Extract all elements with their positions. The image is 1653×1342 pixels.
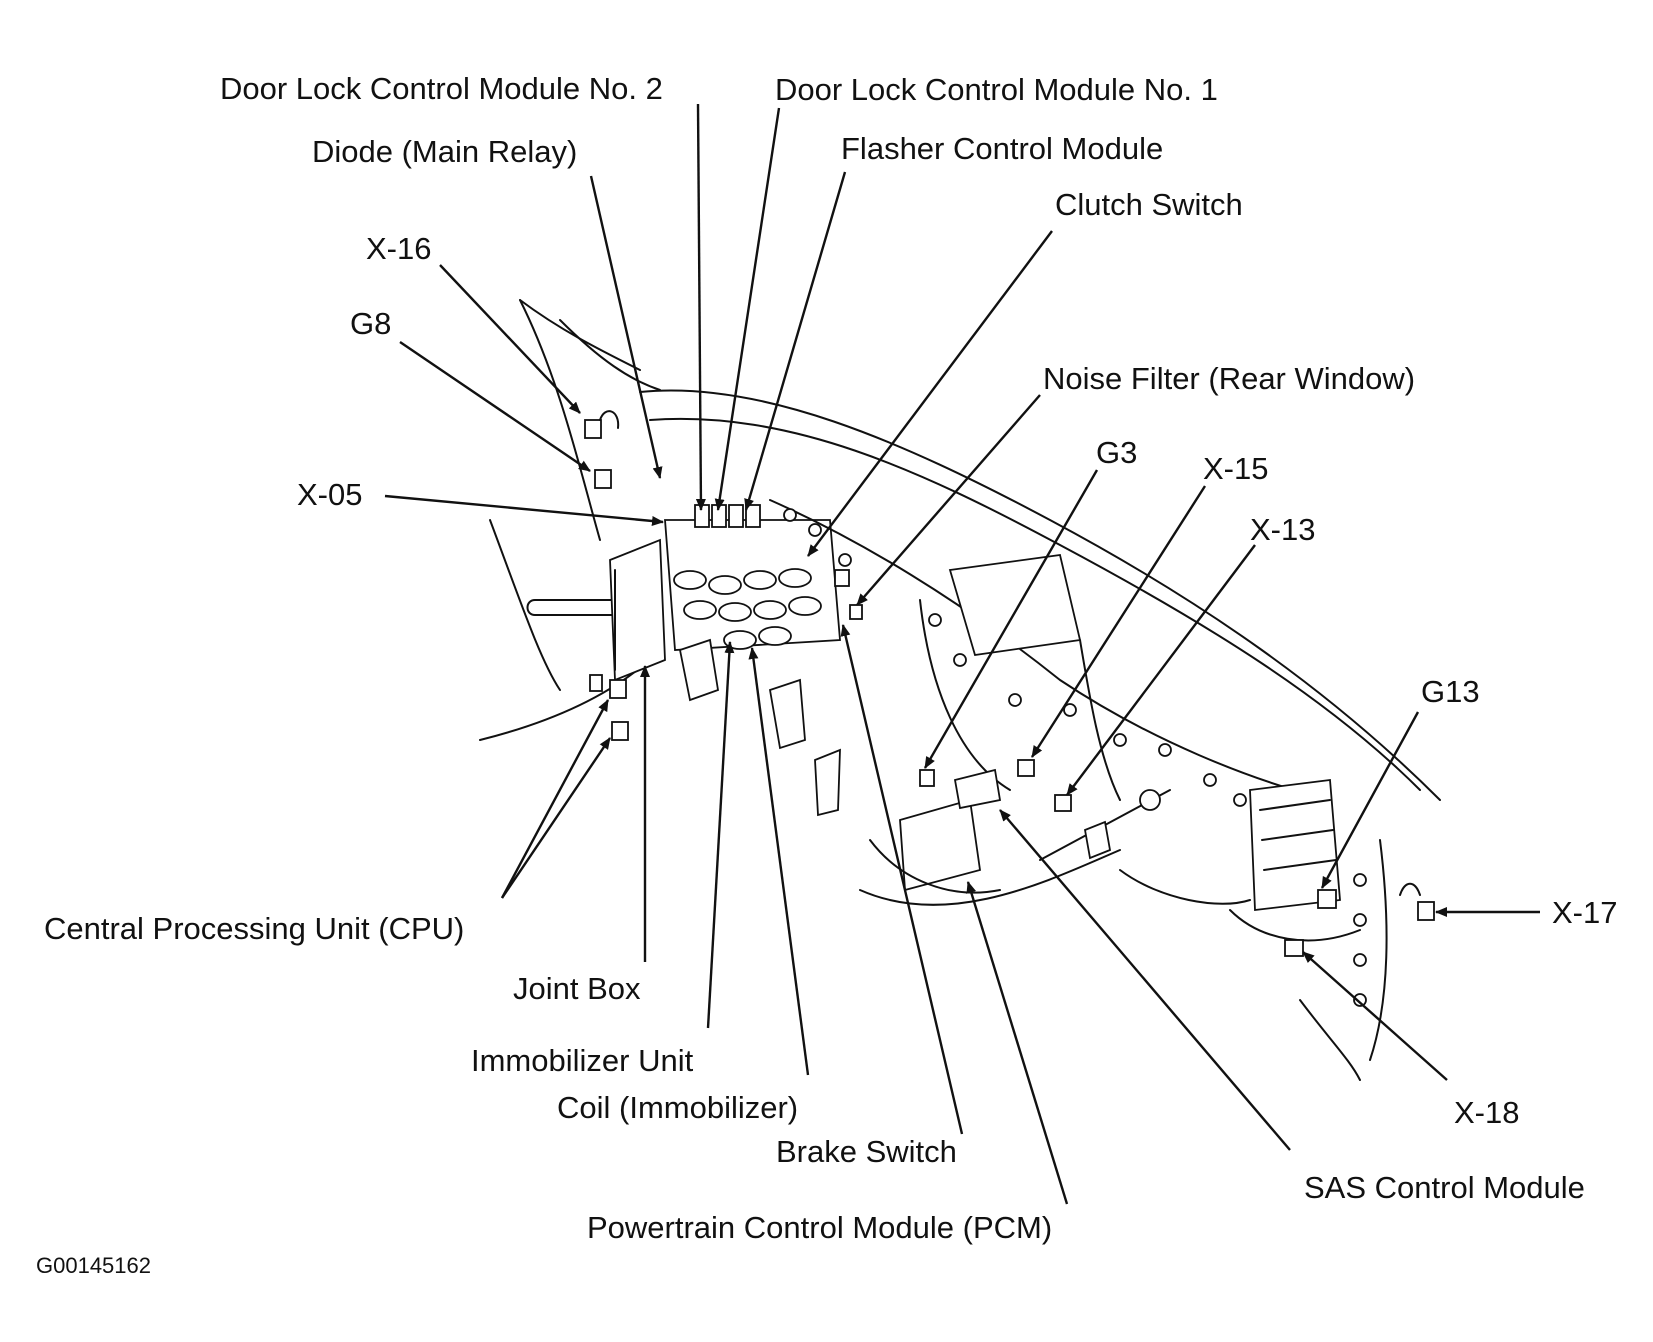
leader-g3 <box>923 469 1099 769</box>
leader-coil <box>748 647 810 1076</box>
leader-x13 <box>1066 544 1256 796</box>
label-noise-filter: Noise Filter (Rear Window) <box>1043 361 1415 396</box>
label-x18: X-18 <box>1454 1095 1519 1130</box>
leader-door-lock-1 <box>714 107 781 511</box>
leader-sas <box>999 809 1291 1151</box>
leader-cpu-b <box>501 737 611 899</box>
label-diode-main-relay: Diode (Main Relay) <box>312 134 577 169</box>
leader-brake <box>840 624 964 1135</box>
leader-flasher <box>744 171 847 511</box>
leader-g8 <box>399 341 591 472</box>
harness-clips <box>783 508 1367 1007</box>
label-door-lock-module-1: Door Lock Control Module No. 1 <box>775 72 1218 107</box>
label-sas-control-module: SAS Control Module <box>1304 1170 1585 1205</box>
dashboard-illustration <box>479 299 1441 1081</box>
leader-pcm <box>966 881 1069 1205</box>
leader-diode <box>589 175 663 479</box>
label-x05: X-05 <box>297 477 362 512</box>
label-flasher-control-module: Flasher Control Module <box>841 131 1163 166</box>
label-x17: X-17 <box>1552 895 1617 930</box>
leader-door-lock-2 <box>695 103 706 511</box>
leader-x16 <box>439 264 581 414</box>
leader-immobilizer-unit <box>706 641 735 1029</box>
label-g3: G3 <box>1096 435 1137 470</box>
label-cpu: Central Processing Unit (CPU) <box>44 911 464 946</box>
label-x15: X-15 <box>1203 451 1268 486</box>
label-clutch-switch: Clutch Switch <box>1055 187 1243 222</box>
label-brake-switch: Brake Switch <box>776 1134 957 1169</box>
leader-x15 <box>1030 485 1207 758</box>
label-pcm: Powertrain Control Module (PCM) <box>587 1210 1052 1245</box>
leader-lines <box>384 103 1540 1205</box>
leader-cpu-a <box>500 699 610 899</box>
label-immobilizer-unit: Immobilizer Unit <box>471 1043 694 1078</box>
label-g8: G8 <box>350 306 391 341</box>
leader-g13 <box>1320 711 1420 889</box>
callout-labels: Door Lock Control Module No. 2 Door Lock… <box>36 71 1617 1278</box>
label-x16: X-16 <box>366 231 431 266</box>
figure-id: G00145162 <box>36 1253 151 1278</box>
leader-x05 <box>384 494 664 526</box>
leader-clutch <box>807 230 1053 557</box>
fuse-cluster <box>673 504 822 650</box>
label-coil-immobilizer: Coil (Immobilizer) <box>557 1090 798 1125</box>
label-door-lock-module-2: Door Lock Control Module No. 2 <box>220 71 663 106</box>
label-g13: G13 <box>1421 674 1480 709</box>
leader-x18 <box>1302 951 1448 1081</box>
leader-noise-filter <box>856 394 1041 606</box>
label-joint-box: Joint Box <box>513 971 641 1006</box>
label-x13: X-13 <box>1250 512 1315 547</box>
